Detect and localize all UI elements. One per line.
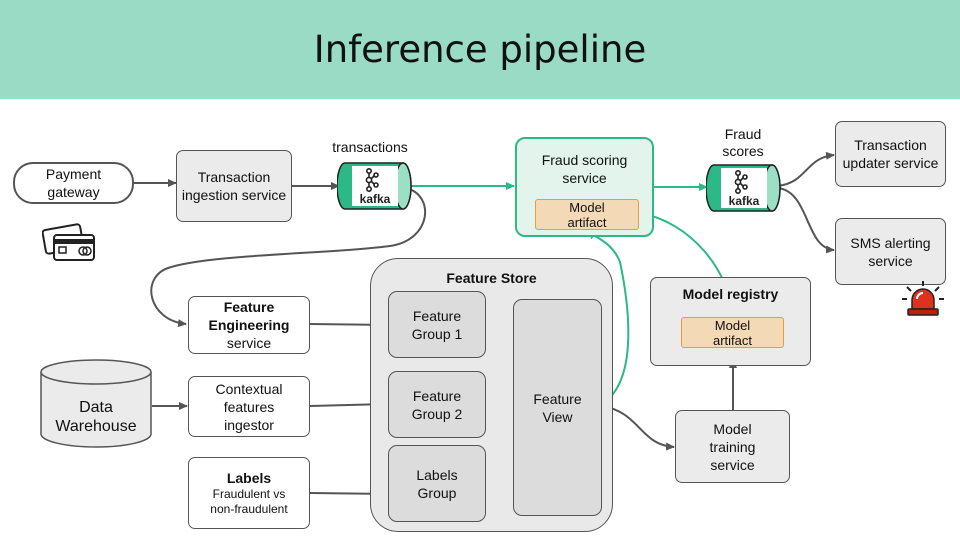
fraud-scoring-label: Fraud scoring service	[541, 152, 628, 186]
model-training-node: Model training service	[675, 410, 790, 483]
feature-group-2-label: Feature Group 2	[411, 387, 463, 422]
feature-view-label: Feature View	[533, 390, 582, 425]
labels-node: Labels Fraudulent vs non-fraudulent	[188, 457, 310, 529]
data-warehouse-icon	[40, 359, 152, 448]
arrow-kafka-to-sms	[777, 187, 835, 254]
arrow-kafka-to-updater	[777, 151, 835, 187]
feature-engineering-subtitle: service	[226, 335, 272, 351]
title-banner: Inference pipeline	[0, 0, 960, 99]
labels-group-label: Labels Group	[416, 466, 458, 501]
transactions-topic-label: transactions	[332, 139, 408, 155]
alarm-light-icon	[902, 281, 944, 316]
feature-group-1-label: Feature Group 1	[411, 307, 463, 342]
kafka-icon	[706, 164, 781, 212]
sms-alerting-node: SMS alerting service	[835, 218, 946, 285]
fraud-scores-topic-label: Fraud scores	[722, 126, 764, 159]
registry-model-artifact: Model artifact	[681, 317, 784, 348]
model-registry-title: Model registry	[682, 286, 779, 302]
payment-gateway-label: Payment gateway	[45, 166, 102, 200]
kafka-icon	[337, 162, 412, 210]
contextual-ingestor-label: Contextual features ingestor	[215, 380, 283, 433]
ingestion-service-label: Transaction ingestion service	[181, 169, 287, 203]
registry-model-artifact-label: Model artifact	[712, 317, 752, 348]
feature-view-node: Feature View	[513, 299, 602, 516]
feature-engineering-node: Feature Engineering service	[188, 296, 310, 354]
page-title: Inference pipeline	[313, 28, 647, 71]
feature-group-2-node: Feature Group 2	[388, 371, 486, 438]
fraud-model-artifact: Model artifact	[535, 199, 639, 230]
feature-engineering-title: Feature Engineering	[208, 299, 290, 333]
labels-title: Labels	[226, 470, 272, 486]
kafka-logo-text: kafka	[359, 192, 391, 206]
arrow-kafka-to-feature-engineering	[150, 187, 427, 328]
sms-alerting-label: SMS alerting service	[850, 234, 931, 269]
model-training-label: Model training service	[709, 420, 756, 473]
labels-group-node: Labels Group	[388, 445, 486, 522]
kafka-logo-text: kafka	[728, 194, 760, 208]
ingestion-service-node: Transaction ingestion service	[176, 150, 292, 222]
transaction-updater-node: Transaction updater service	[835, 121, 946, 187]
transaction-updater-label: Transaction updater service	[842, 137, 939, 171]
credit-cards-icon	[42, 223, 95, 261]
feature-group-1-node: Feature Group 1	[388, 291, 486, 358]
feature-store-title: Feature Store	[446, 270, 537, 286]
labels-subtitle: Fraudulent vs non-fraudulent	[210, 487, 288, 516]
data-warehouse-label: Data Warehouse	[55, 399, 137, 435]
arrow-view-to-fraud-scoring	[587, 230, 630, 405]
contextual-ingestor-node: Contextual features ingestor	[188, 376, 310, 437]
payment-gateway-node: Payment gateway	[13, 162, 134, 204]
fraud-model-artifact-label: Model artifact	[567, 199, 607, 230]
